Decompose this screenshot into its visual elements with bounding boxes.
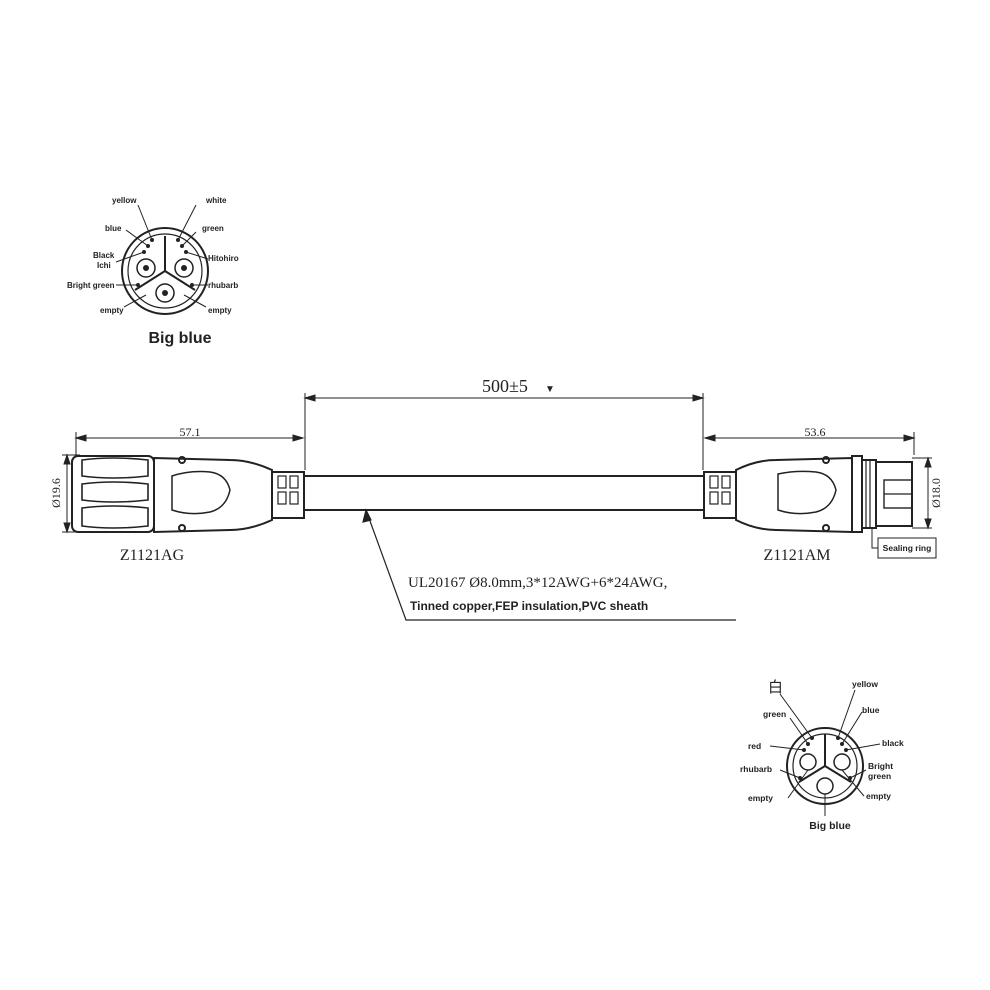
bottom-label-blue: blue (862, 705, 880, 715)
bottom-label-empty-left: empty (748, 793, 773, 803)
bottom-connector-face (786, 727, 864, 805)
bottom-label-bai: 白 (768, 679, 783, 696)
length-label: 500±5 (482, 376, 528, 396)
top-label-empty-right: empty (208, 306, 232, 315)
right-connector (703, 455, 913, 534)
spec-line-1: UL20167 Ø8.0mm,3*12AWG+6*24AWG, (408, 575, 667, 591)
cable-assembly: 500±5 ▼ 57.1 53.6 Ø19.6 (49, 376, 943, 621)
bottom-connector-pinout: 白 yellow green blue red black rhubarb Br… (740, 679, 904, 832)
right-length-label: 53.6 (805, 425, 826, 439)
right-model-label: Z1121AM (764, 547, 831, 564)
bottom-label-green-2: green (868, 771, 891, 781)
cable-body (304, 475, 704, 511)
top-label-bright-green: Bright green (67, 281, 115, 290)
left-model-label: Z1121AG (120, 547, 185, 564)
spec-leader (362, 508, 736, 621)
left-connector (71, 455, 305, 534)
bottom-label-bright: Bright (868, 761, 893, 771)
sealing-ring-label: Sealing ring (883, 543, 932, 553)
bottom-label-green: green (763, 709, 786, 719)
top-label-blue: blue (105, 224, 122, 233)
bottom-label-black: black (882, 738, 904, 748)
bottom-caption: Big blue (809, 820, 851, 832)
bottom-label-empty-right: empty (866, 791, 891, 801)
top-label-white: white (205, 196, 227, 205)
right-diameter-label: Ø18.0 (929, 478, 943, 508)
length-dimension (303, 393, 705, 470)
left-length-label: 57.1 (180, 425, 201, 439)
bottom-label-red: red (748, 741, 761, 751)
bottom-label-yellow: yellow (852, 679, 878, 689)
top-caption: Big blue (148, 330, 211, 347)
top-label-ichi: Ichi (97, 261, 111, 270)
top-label-empty-left: empty (100, 306, 124, 315)
top-label-yellow: yellow (112, 196, 137, 205)
top-label-rhubarb: rhubarb (208, 281, 238, 290)
top-connector-pinout: yellow white blue green Black Ichi Hitoh… (67, 196, 239, 347)
top-label-black: Black (93, 251, 115, 260)
left-diameter-label: Ø19.6 (49, 478, 63, 508)
top-label-green: green (202, 224, 224, 233)
length-marker: ▼ (545, 384, 555, 395)
spec-line-2: Tinned copper,FEP insulation,PVC sheath (410, 599, 648, 613)
bottom-label-rhubarb: rhubarb (740, 764, 772, 774)
top-label-hitohiro: Hitohiro (208, 254, 239, 263)
top-connector-face (121, 227, 209, 315)
